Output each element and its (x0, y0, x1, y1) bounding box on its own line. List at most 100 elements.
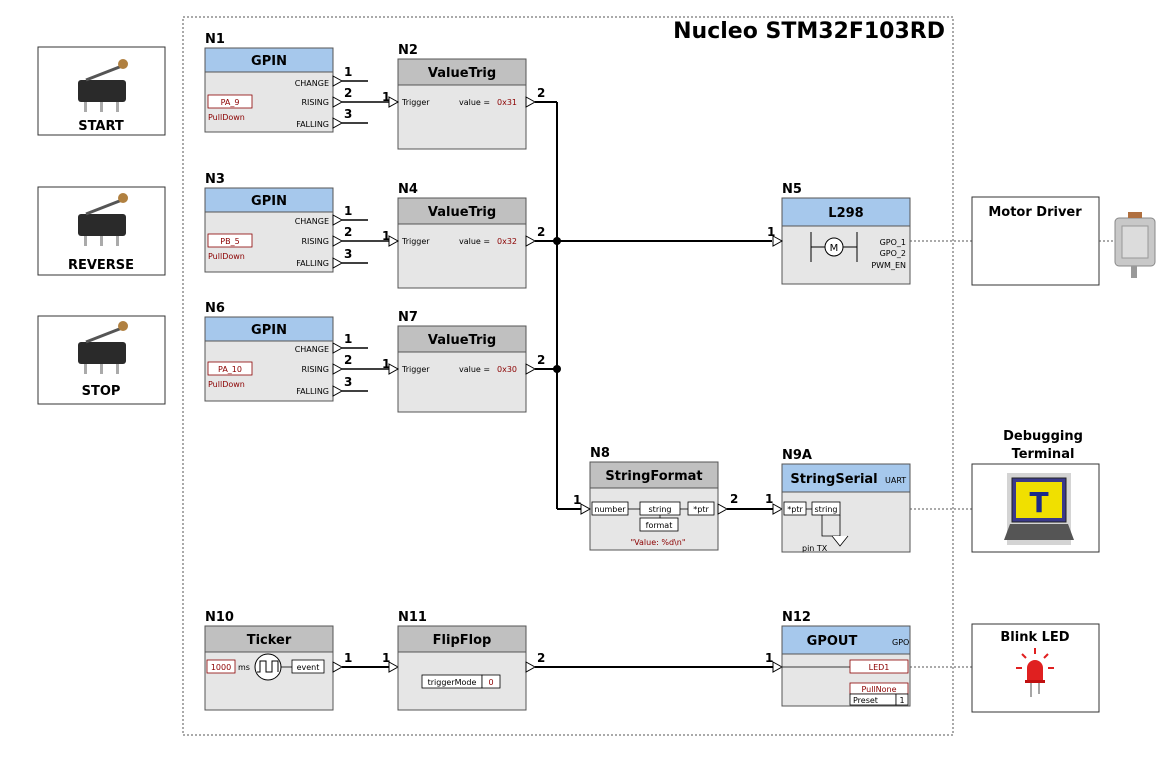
port-number: 1 (382, 651, 390, 665)
port-number: 1 (765, 651, 773, 665)
input-trigger: Trigger (401, 237, 430, 246)
port-number: 2 (344, 225, 352, 239)
input-trigger: Trigger (401, 98, 430, 107)
blink-led-label: Blink LED (1000, 630, 1069, 645)
node-title: GPIN (251, 323, 287, 338)
motor-symbol-icon (810, 232, 858, 262)
node-n8-stringformat[interactable]: N8 StringFormat number string *ptr forma… (580, 446, 719, 551)
port-number-input: number (594, 505, 626, 514)
terminal-icon (1004, 473, 1074, 545)
preset-label: Preset (853, 696, 878, 705)
node-n2-valuetrig[interactable]: N2 ValueTrig Trigger value = 0x31 (397, 43, 527, 150)
node-id: N1 (205, 32, 225, 47)
n10-to-n11-wire: 1 1 (332, 651, 400, 673)
node-id: N10 (205, 610, 234, 625)
node-n9a-stringserial[interactable]: N9A StringSerial UART *ptr string pin TX (781, 448, 911, 553)
external-motor-driver[interactable]: Motor Driver (971, 196, 1156, 286)
stop-label: STOP (82, 384, 121, 399)
port-number: 1 (344, 204, 352, 218)
value-label: value = (459, 237, 490, 246)
external-start-switch[interactable]: START (37, 46, 166, 136)
node-title: ValueTrig (428, 333, 496, 348)
port-number: 1 (382, 357, 390, 371)
period-param: 1000 (211, 663, 231, 672)
mode-param: PullDown (208, 252, 245, 261)
node-id: N3 (205, 172, 225, 187)
external-blink-led[interactable]: Blink LED (971, 623, 1100, 713)
port-number: 1 (344, 651, 352, 665)
node-n5-l298[interactable]: N5 L298 M GPO_1 GPO_2 PWM_EN (772, 182, 911, 285)
node-id: N5 (782, 182, 802, 197)
gpin-port-numbers: 1 2 3 1 1 2 3 1 1 2 3 1 (344, 65, 390, 389)
gpo-badge: GPO (892, 638, 909, 647)
node-n6-gpin[interactable]: N6 GPIN PA_10 PullDown CHANGE RISING FAL… (204, 301, 334, 402)
port-gpo1: GPO_1 (880, 238, 906, 247)
node-title: GPOUT (807, 634, 858, 649)
port-pwm-en: PWM_EN (871, 261, 906, 270)
node-id: N7 (398, 310, 418, 325)
port-change: CHANGE (295, 345, 329, 354)
unit-label: ms (238, 663, 250, 672)
node-n1-gpin[interactable]: N1 GPIN PA_9 PullDown CHANGE RISING FALL… (204, 32, 334, 133)
node-n12-gpout[interactable]: N12 GPOUT GPO LED1 PullNone Preset 1 (781, 610, 911, 707)
node-n7-valuetrig[interactable]: N7 ValueTrig Trigger value = 0x30 (397, 310, 527, 413)
node-n10-ticker[interactable]: N10 Ticker 1000 ms event (204, 610, 334, 711)
port-number: 2 (537, 353, 545, 367)
led-icon (1016, 648, 1054, 697)
node-title: StringFormat (605, 469, 702, 484)
port-number: 2 (537, 86, 545, 100)
input-arrow (580, 503, 592, 515)
port-number: 1 (382, 90, 390, 104)
node-id: N9A (782, 448, 812, 463)
port-change: CHANGE (295, 79, 329, 88)
microswitch-icon (78, 59, 128, 112)
node-n11-flipflop[interactable]: N11 FlipFlop triggerMode 0 (397, 610, 527, 711)
value-label: value = (459, 365, 490, 374)
trigger-mode-value: 0 (488, 678, 493, 687)
port-falling: FALLING (296, 387, 329, 396)
pin-param: PA_10 (218, 365, 242, 374)
external-debug-terminal[interactable]: T (971, 463, 1100, 553)
input-arrow (772, 235, 784, 247)
string-block: string (815, 505, 838, 514)
trigger-mode-label: triggerMode (428, 678, 477, 687)
value-label: value = (459, 98, 490, 107)
start-label: START (78, 119, 124, 134)
node-title: GPIN (251, 194, 287, 209)
mode-param: PullDown (208, 113, 245, 122)
board-frame (182, 16, 954, 736)
dc-motor-icon (1114, 212, 1156, 278)
port-number: 1 (767, 225, 775, 239)
down-arrow-icon (821, 515, 849, 547)
format-value-param: "Value: %d\n" (630, 538, 685, 547)
external-reverse-switch[interactable]: REVERSE (37, 186, 166, 276)
uart-badge: UART (885, 476, 906, 485)
input-trigger: Trigger (401, 365, 430, 374)
node-title: ValueTrig (428, 66, 496, 81)
port-number: 2 (537, 651, 545, 665)
valuetrig-output-bus (525, 96, 772, 510)
node-id: N11 (398, 610, 427, 625)
square-wave-icon (254, 653, 282, 681)
port-falling: FALLING (296, 120, 329, 129)
port-number: 1 (344, 65, 352, 79)
node-n3-gpin[interactable]: N3 GPIN PB_5 PullDown CHANGE RISING FALL… (204, 172, 334, 273)
node-n4-valuetrig[interactable]: N4 ValueTrig Trigger value = 0x32 (397, 182, 527, 289)
port-number: 2 (537, 225, 545, 239)
node-title: Ticker (247, 633, 292, 648)
port-number: 1 (382, 229, 390, 243)
external-stop-switch[interactable]: STOP (37, 315, 166, 405)
string-block: string (649, 505, 672, 514)
value-param: 0x31 (497, 98, 517, 107)
valuetrig-port-numbers: 2 2 2 1 1 (537, 86, 775, 507)
port-rising: RISING (301, 365, 329, 374)
gpin-output-wires (332, 75, 398, 397)
n11-to-n12-wire: 2 1 (525, 651, 784, 673)
motor-driver-label: Motor Driver (988, 205, 1082, 220)
port-number: 2 (344, 353, 352, 367)
port-gpo2: GPO_2 (880, 249, 906, 258)
node-id: N8 (590, 446, 610, 461)
node-title: ValueTrig (428, 205, 496, 220)
n8-to-n9a-wire: 2 1 (717, 492, 784, 515)
